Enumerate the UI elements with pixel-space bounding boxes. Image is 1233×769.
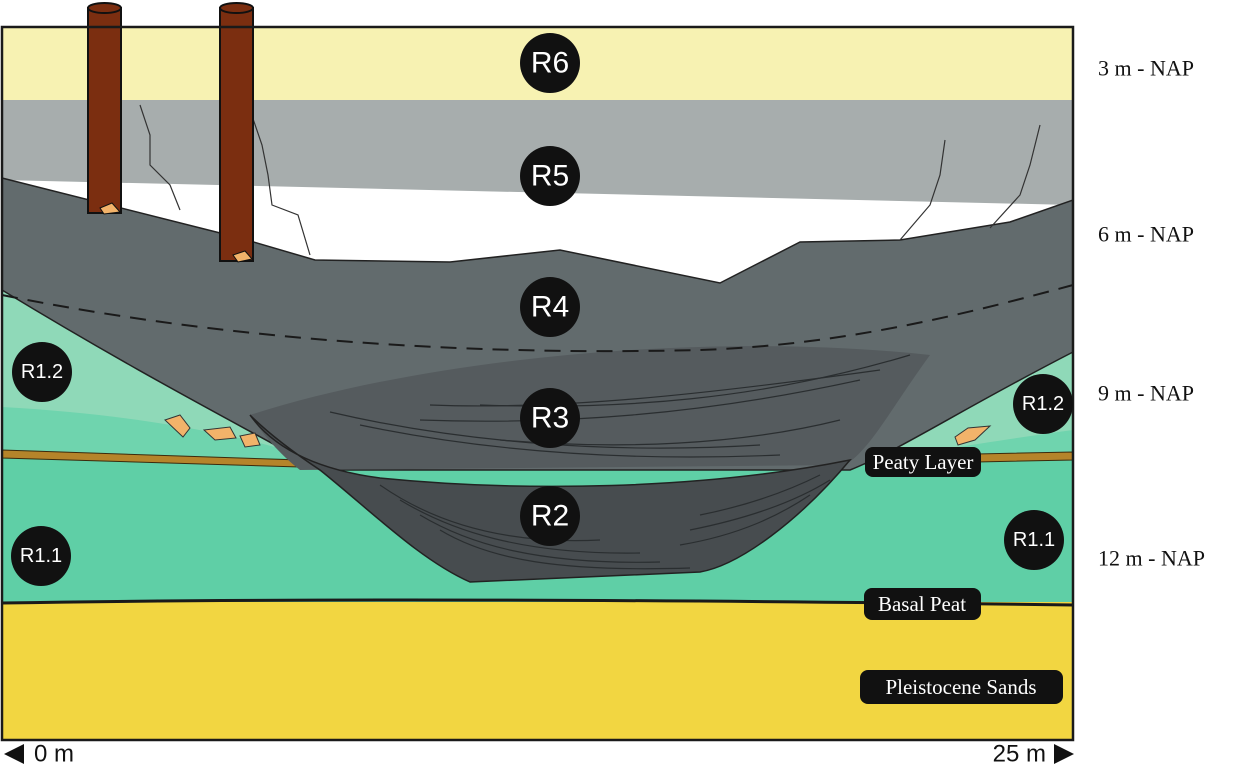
tag-basal-peat: Basal Peat xyxy=(864,588,981,620)
depth-label-12m: 12 m - NAP xyxy=(1098,546,1205,571)
section-frame xyxy=(0,25,1075,742)
timber-post-left xyxy=(87,2,122,215)
badge-r6: R6 xyxy=(520,33,580,93)
scale-right-arrow-icon xyxy=(1054,744,1074,764)
badge-r1-1-left-label: R1.1 xyxy=(20,545,62,567)
badge-r4-label: R4 xyxy=(531,291,569,324)
r1-2-lower-band xyxy=(2,407,310,458)
badge-r3-label: R3 xyxy=(531,402,569,435)
depth-label-9m: 9 m - NAP xyxy=(1098,381,1194,406)
r5-cracks xyxy=(139,104,1041,256)
r3-layer xyxy=(250,346,930,470)
badge-r5-label: R5 xyxy=(531,160,569,193)
badge-r1-1-right-label: R1.1 xyxy=(1013,529,1055,551)
badge-r1-2-right: R1.2 xyxy=(1013,374,1073,434)
depth-label-6m: 6 m - NAP xyxy=(1098,222,1194,247)
tag-peaty-layer-label: Peaty Layer xyxy=(873,450,974,474)
badge-r3: R3 xyxy=(520,388,580,448)
r4-dashed-boundary xyxy=(1,284,1074,353)
badge-r1-2-left: R1.2 xyxy=(12,342,72,402)
badge-r4: R4 xyxy=(520,277,580,337)
tag-peaty-layer: Peaty Layer xyxy=(865,447,981,477)
badge-r2-label: R2 xyxy=(531,500,569,533)
scale-start-label: 0 m xyxy=(34,741,74,768)
timber-post-right xyxy=(219,2,254,263)
depth-label-3m: 3 m - NAP xyxy=(1098,56,1194,81)
tag-basal-peat-label: Basal Peat xyxy=(878,592,966,616)
badge-r2: R2 xyxy=(520,486,580,546)
tag-pleistocene-sands: Pleistocene Sands xyxy=(860,670,1063,704)
r3-laminations xyxy=(329,354,911,458)
badge-r1-1-left: R1.1 xyxy=(11,526,71,586)
clasts xyxy=(164,414,992,448)
badge-r1-2-right-label: R1.2 xyxy=(1022,393,1064,415)
scale-end-label: 25 m xyxy=(993,741,1046,768)
badge-r1-1-right: R1.1 xyxy=(1004,510,1064,570)
badge-r6-label: R6 xyxy=(531,47,569,80)
scale-left-arrow-icon xyxy=(4,744,24,764)
badge-r1-2-left-label: R1.2 xyxy=(21,361,63,383)
badge-r5: R5 xyxy=(520,146,580,206)
scale-bar: 0 m 25 m xyxy=(4,741,1074,768)
tag-pleistocene-sands-label: Pleistocene Sands xyxy=(885,675,1036,699)
